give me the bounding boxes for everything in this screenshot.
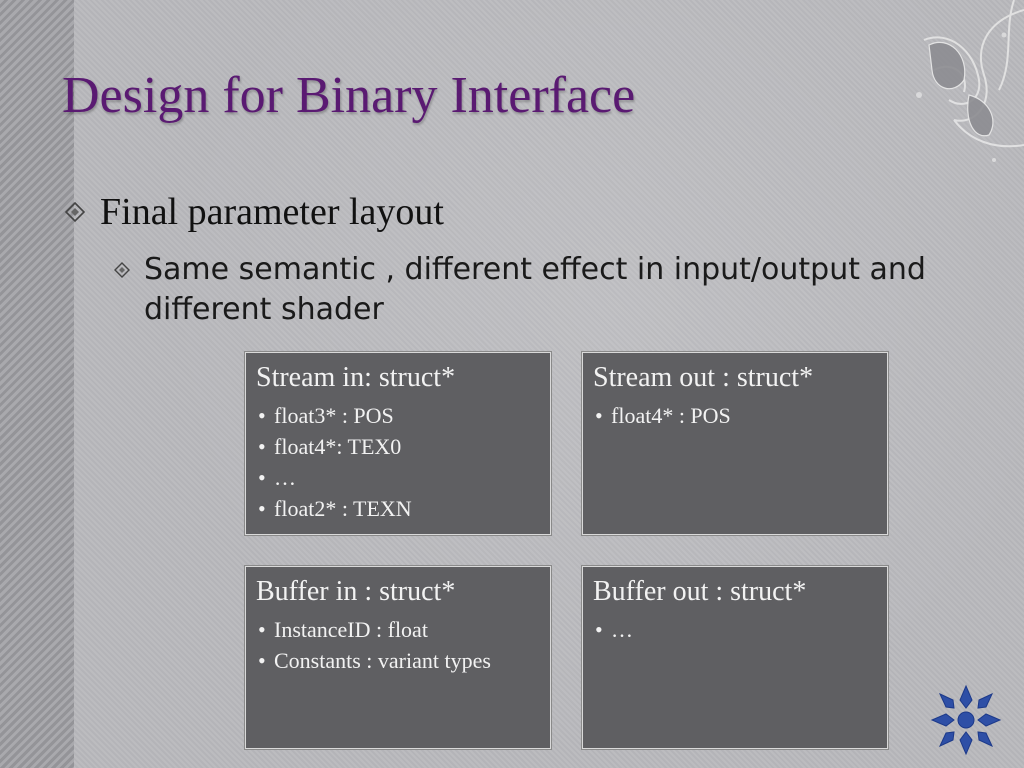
list-item: •InstanceID : float	[258, 617, 428, 642]
buffer-in-box: Buffer in : struct* •InstanceID : float …	[245, 566, 551, 749]
list-item: •…	[595, 617, 633, 642]
box-item-list: •float4* : POS	[593, 403, 877, 429]
list-item: •Constants : variant types	[258, 648, 491, 673]
bullet-text: Final parameter layout	[100, 191, 444, 233]
left-decorative-band	[0, 0, 74, 768]
box-heading: Buffer in : struct*	[256, 576, 456, 607]
list-item: •float4*: TEX0	[258, 434, 402, 459]
stream-in-box: Stream in: struct* •float3* : POS •float…	[245, 352, 551, 535]
box-item-list: •…	[593, 617, 877, 643]
floral-ornament-icon	[916, 0, 1024, 162]
bullet-level-2: Same semantic , different effect in inpu…	[112, 250, 952, 330]
sub-bullet-text: Same semantic , different effect in inpu…	[144, 252, 926, 327]
bullet-level-1: Final parameter layout	[62, 190, 444, 234]
stream-out-box: Stream out : struct* •float4* : POS	[582, 352, 888, 535]
box-heading: Stream out : struct*	[593, 362, 814, 393]
diamond-bullet-icon	[114, 262, 130, 278]
list-item: •float3* : POS	[258, 403, 394, 428]
box-heading: Stream in: struct*	[256, 362, 456, 393]
box-item-list: •float3* : POS •float4*: TEX0 •… •float2…	[256, 403, 540, 522]
list-item: •float4* : POS	[595, 403, 731, 428]
buffer-out-box: Buffer out : struct* •…	[582, 566, 888, 749]
snowflake-ornament-icon	[930, 684, 1002, 756]
list-item: •float2* : TEXN	[258, 496, 412, 521]
diamond-bullet-icon	[64, 201, 86, 223]
list-item: •…	[258, 465, 296, 490]
box-item-list: •InstanceID : float •Constants : variant…	[256, 617, 540, 674]
slide-title: Design for Binary Interface	[62, 67, 636, 124]
box-heading: Buffer out : struct*	[593, 576, 807, 607]
